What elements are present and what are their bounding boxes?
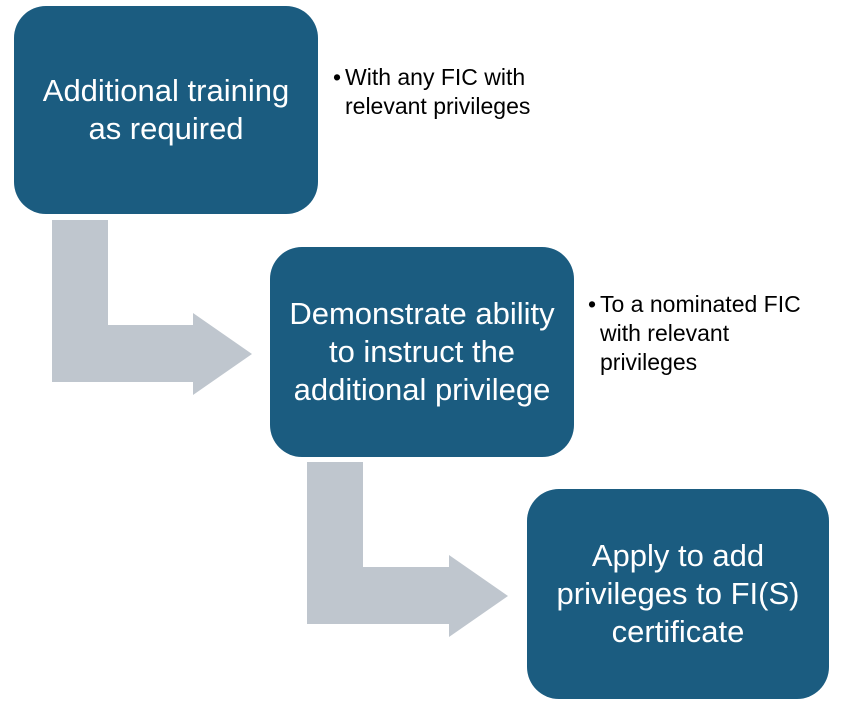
step-label: Apply to add privileges to FI(S) certifi…: [556, 538, 800, 649]
note-item: • With any FIC with relevant privileges: [333, 63, 533, 121]
step-label: Additional training as required: [42, 73, 290, 146]
bullet-icon: •: [588, 291, 597, 317]
note-list-training: • With any FIC with relevant privileges: [333, 63, 533, 121]
note-item: • To a nominated FIC with relevant privi…: [588, 290, 808, 378]
step-box-additional-training: Additional training as required: [14, 6, 318, 214]
note-text: To a nominated FIC with relevant privile…: [600, 291, 801, 376]
step-box-apply-privileges: Apply to add privileges to FI(S) certifi…: [527, 489, 829, 699]
step-box-demonstrate-ability: Demonstrate ability to instruct the addi…: [270, 247, 574, 457]
bent-arrow-2: [307, 462, 508, 637]
note-list-demonstrate: • To a nominated FIC with relevant privi…: [588, 290, 808, 378]
bent-arrow-1: [52, 220, 252, 395]
bullet-icon: •: [333, 64, 342, 90]
step-label: Demonstrate ability to instruct the addi…: [289, 296, 555, 407]
note-text: With any FIC with relevant privileges: [345, 64, 531, 120]
